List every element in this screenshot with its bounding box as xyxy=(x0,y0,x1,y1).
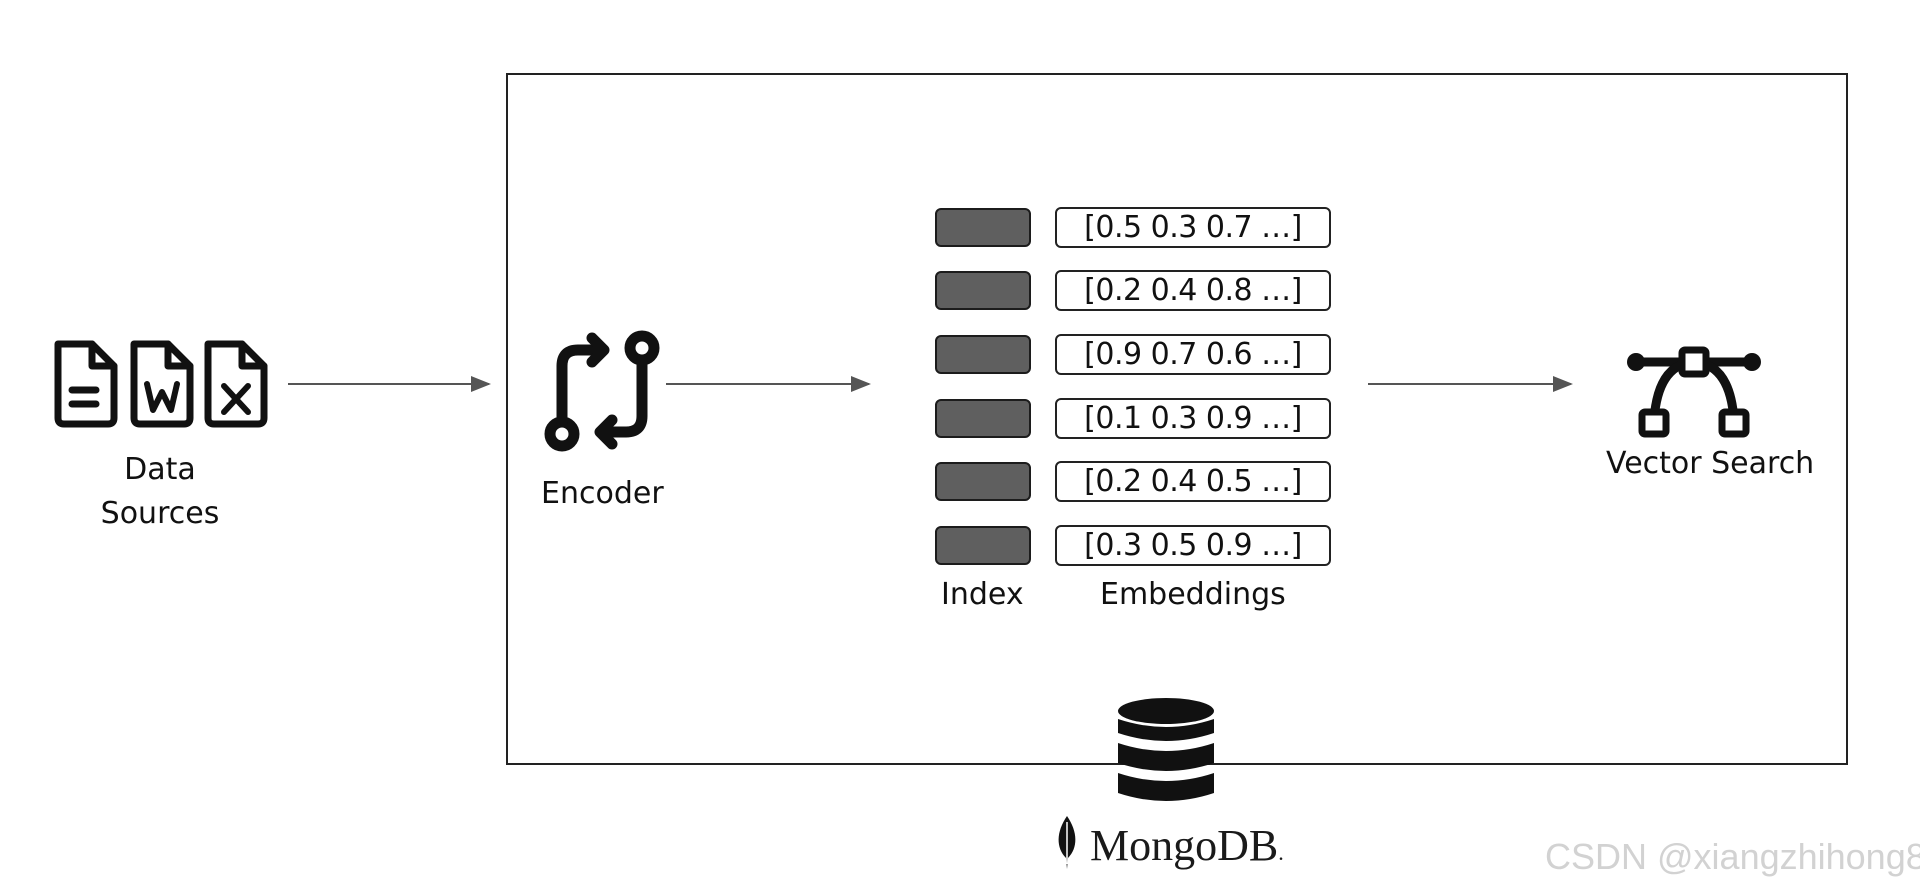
vector-search-label: Vector Search xyxy=(1606,446,1815,481)
git-compare-icon xyxy=(544,330,660,452)
data-sources-label: Data Sources xyxy=(100,452,220,532)
index-bar xyxy=(935,462,1031,501)
index-label: Index xyxy=(941,577,1024,612)
embedding-vector: [0.2 0.4 0.8 …] xyxy=(1055,270,1331,311)
mongodb-leaf-icon xyxy=(1058,816,1076,869)
index-bar xyxy=(935,399,1031,438)
embedding-vector: [0.3 0.5 0.9 …] xyxy=(1055,525,1331,566)
data-sources-icons xyxy=(54,340,268,428)
index-bar xyxy=(935,271,1031,310)
watermark: CSDN @xiangzhihong8 xyxy=(1545,836,1920,877)
embedding-vector: [0.5 0.3 0.7 …] xyxy=(1055,207,1331,248)
encoder-label: Encoder xyxy=(541,476,664,511)
mongodb-mark: . xyxy=(1278,840,1284,865)
embedding-vector: [0.9 0.7 0.6 …] xyxy=(1055,334,1331,375)
data-sources-label-line2: Sources xyxy=(100,496,220,531)
document-icon xyxy=(54,340,118,428)
embeddings-label: Embeddings xyxy=(1100,577,1286,612)
word-document-icon xyxy=(130,340,194,428)
index-bar xyxy=(935,526,1031,565)
bezier-curve-icon xyxy=(1627,346,1761,438)
embedding-vector: [0.2 0.4 0.5 …] xyxy=(1055,461,1331,502)
index-bar xyxy=(935,208,1031,247)
index-bar xyxy=(935,335,1031,374)
mongodb-name: MongoDB xyxy=(1090,821,1279,870)
embedding-vector: [0.1 0.3 0.9 …] xyxy=(1055,398,1331,439)
data-sources-label-line1: Data xyxy=(124,452,196,487)
excel-document-icon xyxy=(204,340,268,428)
mongodb-wordmark: MongoDB. xyxy=(1090,820,1284,871)
database-icon xyxy=(1118,698,1214,801)
